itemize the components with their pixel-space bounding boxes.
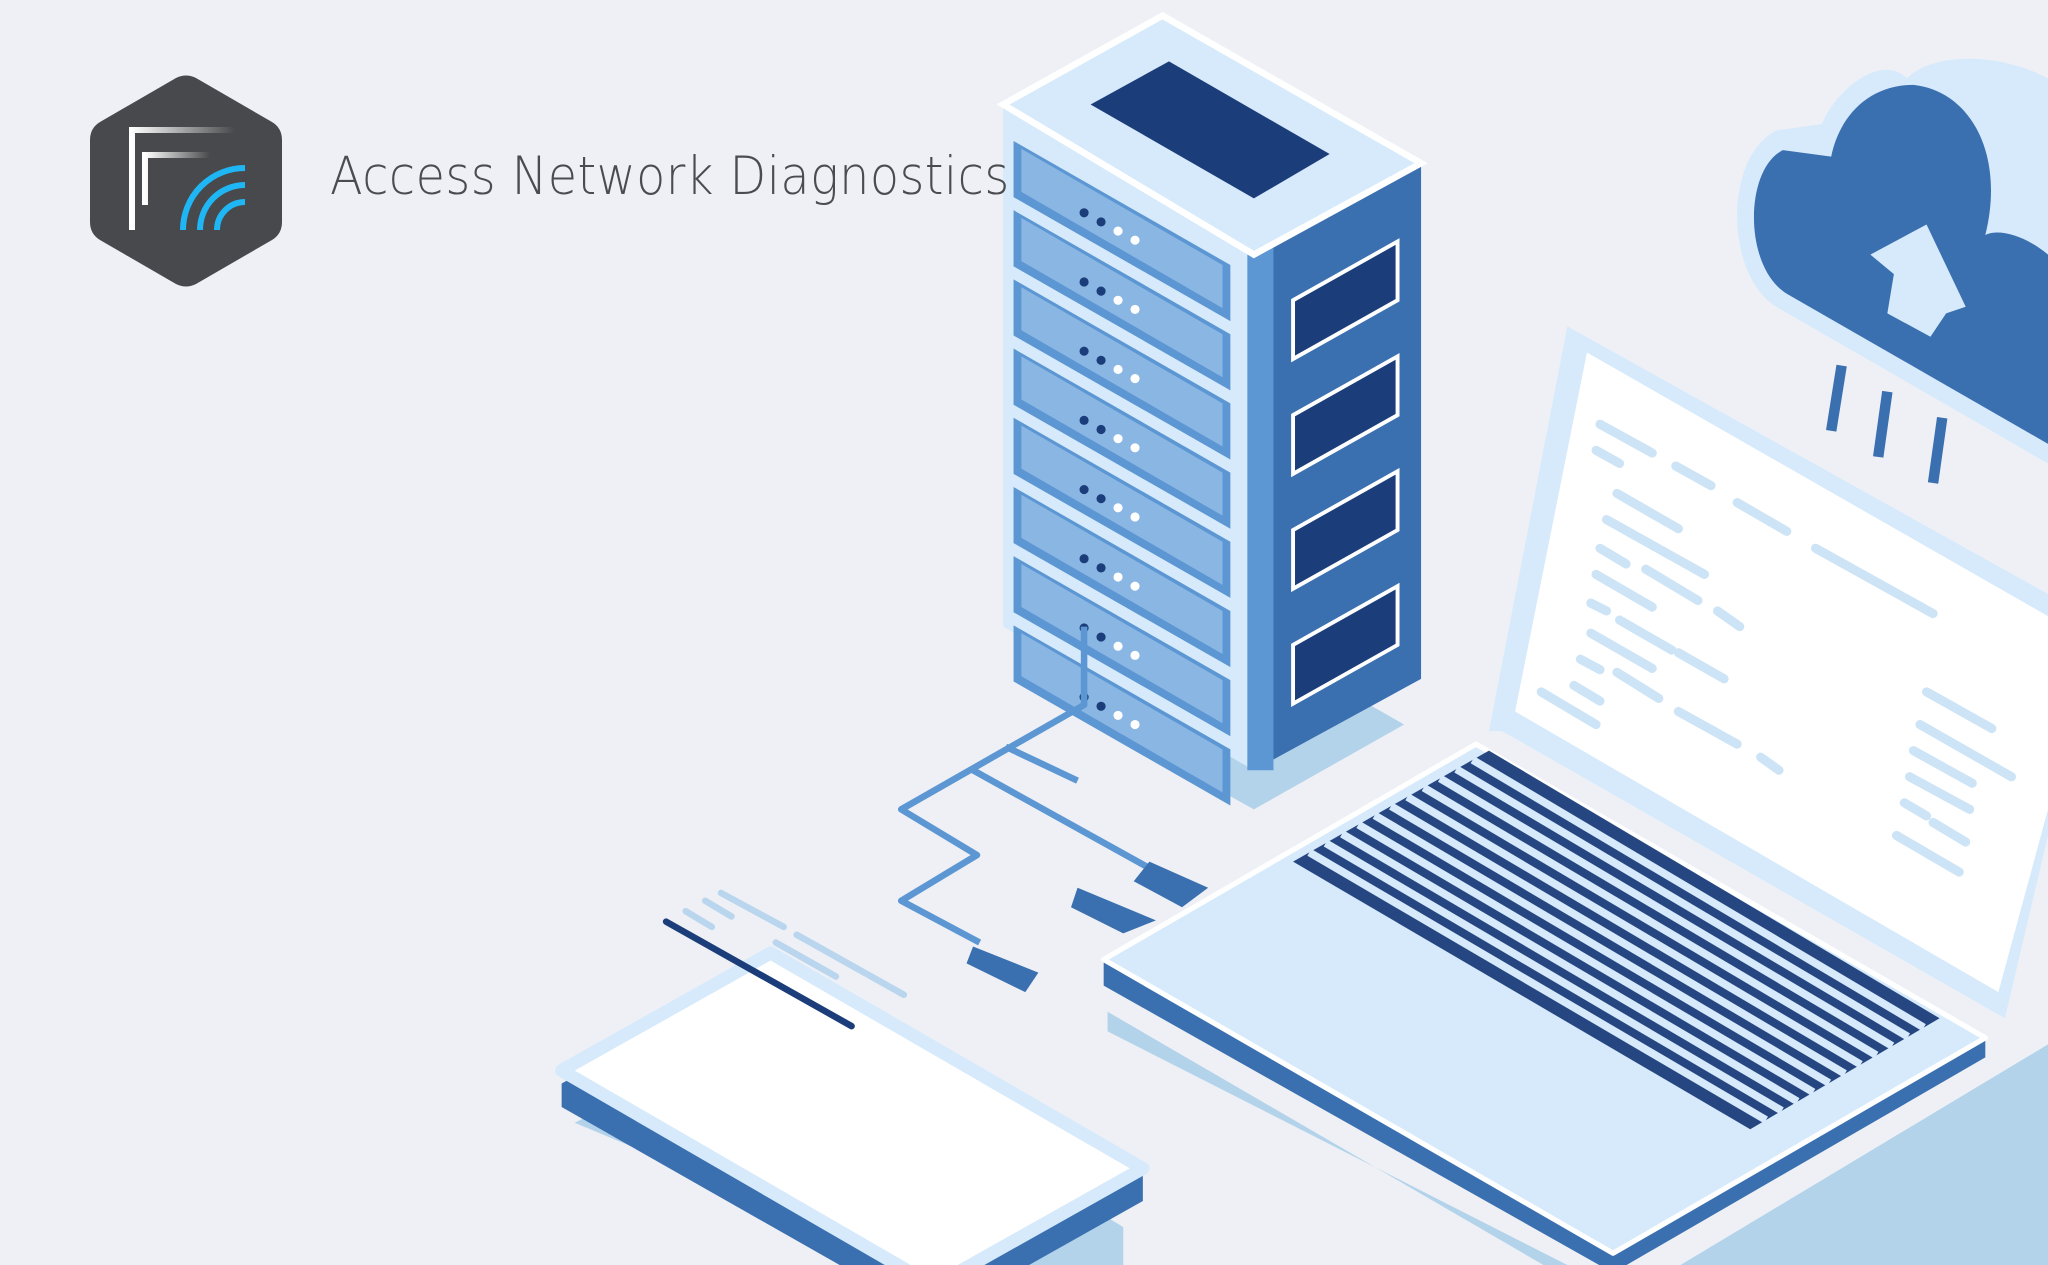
rack-unit-face bbox=[1021, 287, 1223, 447]
status-led bbox=[1113, 226, 1123, 236]
status-led bbox=[1079, 484, 1089, 495]
code-line bbox=[1586, 598, 1612, 616]
rack-unit-face bbox=[1021, 218, 1223, 378]
keyboard-row bbox=[1438, 775, 1895, 1050]
keyboard-row bbox=[1421, 784, 1879, 1059]
status-led bbox=[1113, 572, 1123, 582]
code-line bbox=[1591, 569, 1657, 612]
keyboard-row bbox=[1356, 821, 1816, 1096]
code-line bbox=[1612, 488, 1683, 534]
cloud-upload-icon bbox=[1737, 58, 2048, 484]
status-led bbox=[1113, 434, 1123, 444]
drive-bay bbox=[1291, 582, 1400, 707]
status-led bbox=[1079, 208, 1089, 218]
keyboard-row bbox=[1372, 812, 1832, 1087]
status-led bbox=[1130, 374, 1140, 384]
status-led bbox=[1096, 217, 1106, 227]
keyboard-row bbox=[1307, 848, 1768, 1124]
status-led bbox=[1079, 554, 1089, 564]
drive-bay bbox=[1291, 238, 1400, 363]
keyboard-row bbox=[1405, 793, 1863, 1068]
rack-unit-face bbox=[1021, 563, 1223, 724]
status-led bbox=[1096, 494, 1106, 504]
status-led bbox=[1130, 235, 1140, 245]
code-line bbox=[1908, 746, 1977, 788]
code-line bbox=[1673, 706, 1742, 749]
code-line bbox=[1601, 515, 1710, 579]
keyboard-row bbox=[1323, 839, 1784, 1115]
status-led bbox=[1079, 346, 1089, 356]
code-line bbox=[1712, 606, 1745, 632]
status-led bbox=[1130, 719, 1140, 730]
code-line bbox=[1904, 772, 1975, 814]
code-line bbox=[1915, 719, 2016, 782]
status-led bbox=[1096, 701, 1106, 711]
page-title: Access Network Diagnostics bbox=[330, 146, 1010, 207]
status-led bbox=[1113, 503, 1123, 513]
status-led bbox=[1113, 295, 1123, 305]
smartphone-icon bbox=[555, 889, 1150, 1265]
status-led bbox=[1079, 277, 1089, 287]
code-line bbox=[1899, 798, 1932, 821]
code-line bbox=[1641, 564, 1703, 606]
status-led bbox=[1130, 512, 1140, 522]
code-line bbox=[1891, 830, 1964, 877]
code-line bbox=[1756, 752, 1784, 775]
status-led bbox=[1096, 563, 1106, 573]
status-led bbox=[1096, 424, 1106, 435]
code-line bbox=[1591, 445, 1625, 469]
status-led bbox=[1096, 355, 1106, 365]
hexagon-wifi-logo-icon bbox=[90, 75, 282, 287]
status-led bbox=[1079, 415, 1089, 425]
status-led bbox=[1113, 641, 1123, 651]
cable-icon bbox=[897, 626, 1209, 993]
rack-unit-face bbox=[1021, 148, 1223, 309]
code-line bbox=[1673, 648, 1729, 684]
rack-unit-face bbox=[1021, 425, 1223, 585]
drive-bay bbox=[1291, 467, 1400, 593]
code-line bbox=[1810, 543, 1938, 619]
keyboard-row bbox=[1470, 756, 1926, 1031]
status-led bbox=[1096, 286, 1106, 296]
status-led bbox=[1113, 710, 1123, 720]
code-line bbox=[1569, 680, 1605, 706]
status-led bbox=[1130, 650, 1140, 660]
server-rack-icon bbox=[996, 11, 1428, 806]
code-line bbox=[1595, 543, 1631, 569]
status-led bbox=[1130, 443, 1140, 453]
status-led bbox=[1130, 581, 1140, 591]
rack-unit-face bbox=[1021, 633, 1223, 793]
code-line bbox=[1921, 687, 1997, 734]
drive-bay bbox=[1291, 353, 1400, 478]
keyboard-row bbox=[1454, 765, 1911, 1041]
code-line bbox=[1615, 615, 1677, 655]
code-line bbox=[1575, 654, 1605, 675]
status-led bbox=[1096, 632, 1106, 642]
status-led bbox=[1113, 364, 1123, 375]
code-line bbox=[1536, 687, 1601, 730]
rack-unit-face bbox=[1021, 356, 1223, 516]
laptop-icon bbox=[1101, 326, 2048, 1265]
code-line bbox=[1928, 817, 1971, 847]
code-line bbox=[1732, 498, 1792, 536]
code-line bbox=[1586, 628, 1657, 673]
code-line bbox=[1595, 419, 1657, 458]
code-line bbox=[1612, 667, 1664, 703]
keyboard-row bbox=[1340, 830, 1800, 1105]
status-led bbox=[1130, 304, 1140, 314]
keyboard-row bbox=[1389, 802, 1847, 1078]
rack-unit-face bbox=[1021, 494, 1223, 655]
code-line bbox=[1671, 461, 1716, 491]
